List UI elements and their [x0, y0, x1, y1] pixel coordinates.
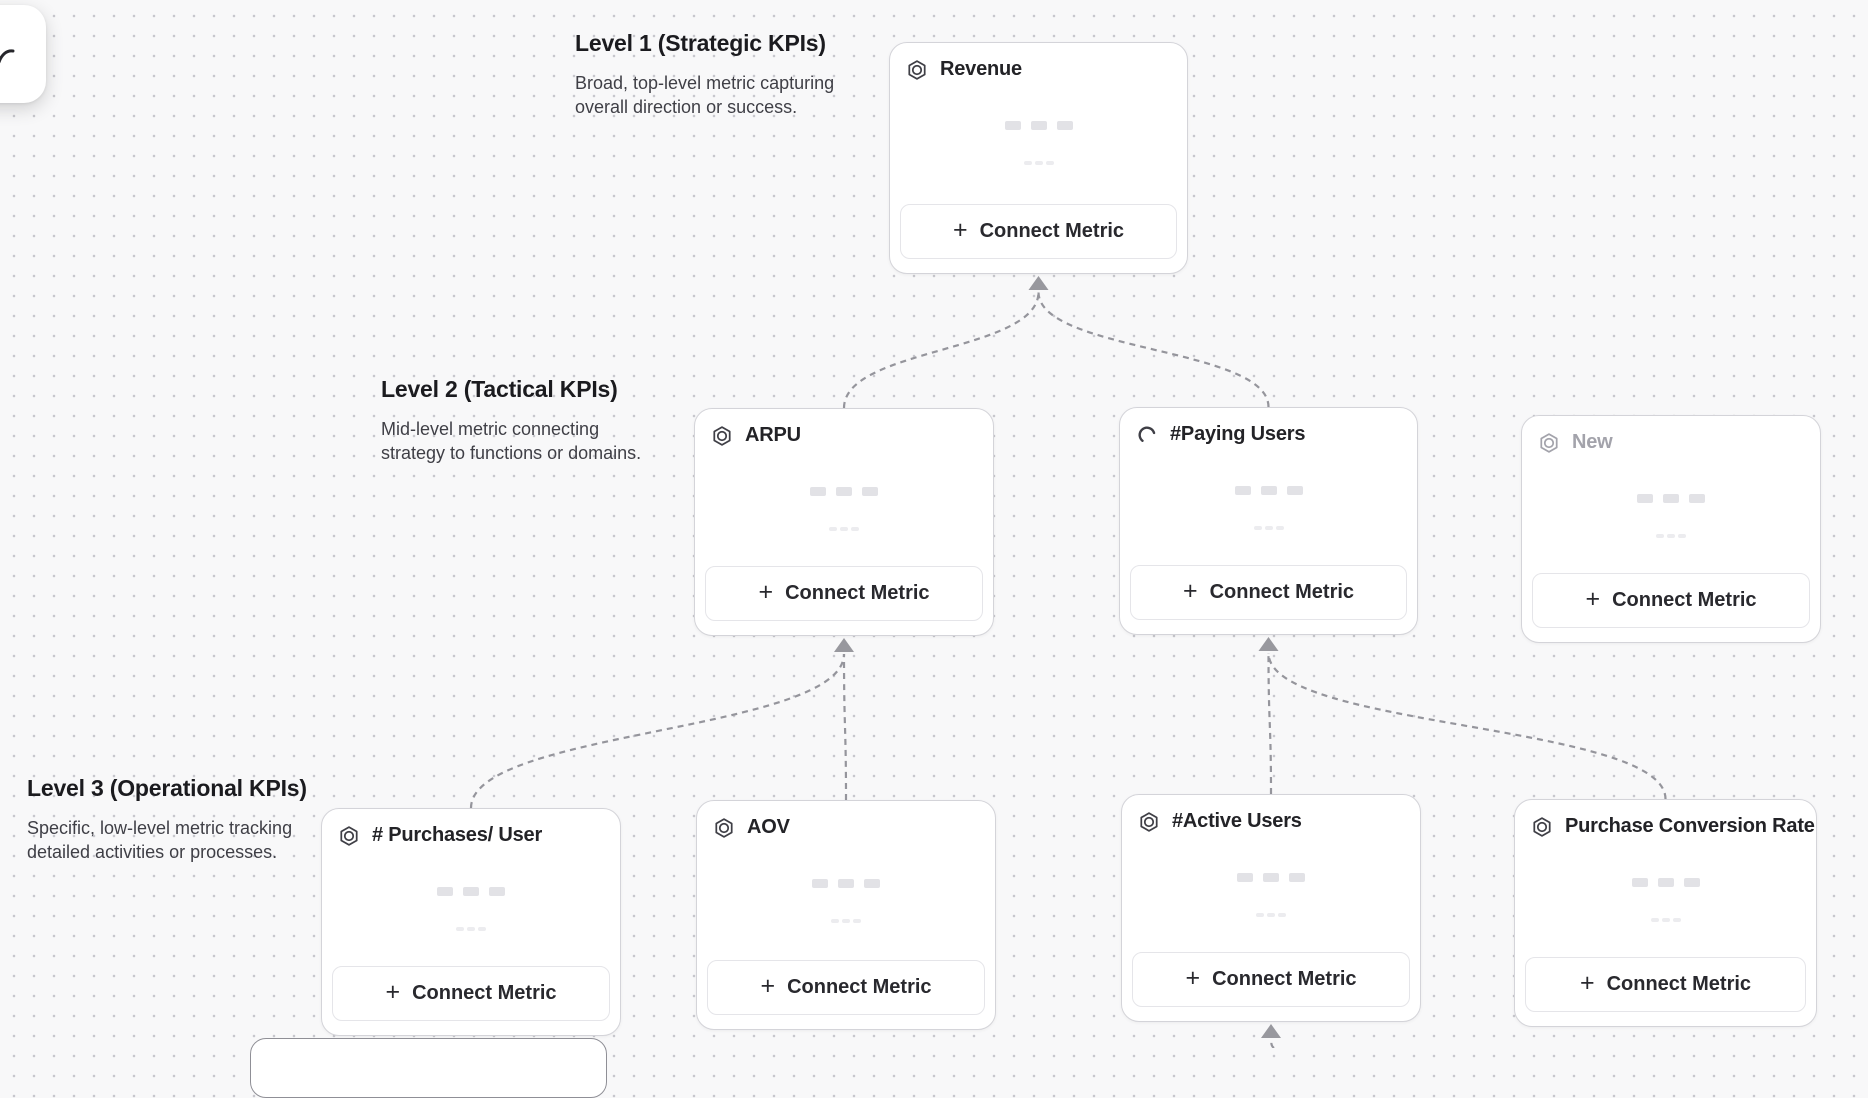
plus-icon: +: [760, 972, 776, 1000]
card-title: ARPU: [745, 424, 801, 446]
connect-metric-button[interactable]: + Connect Metric: [705, 566, 983, 621]
metric-hexagon-icon: [1538, 432, 1560, 454]
plus-icon: +: [385, 978, 401, 1006]
plus-icon: +: [952, 216, 968, 244]
metric-value-placeholder: [1522, 494, 1820, 503]
metric-trend-placeholder: [1515, 918, 1816, 922]
card-title: #Active Users: [1172, 810, 1302, 832]
metric-trend-placeholder: [1122, 913, 1420, 917]
card-title: Revenue: [940, 58, 1022, 80]
metric-hexagon-icon: [1138, 811, 1160, 833]
level-label-1: Level 1 (Strategic KPIs) Broad, top-leve…: [575, 30, 834, 119]
connector-offscreen-bottom-to-active-users: [1269, 1039, 1275, 1048]
connect-metric-button[interactable]: + Connect Metric: [1132, 952, 1410, 1007]
level-label-3: Level 3 (Operational KPIs) Specific, low…: [27, 775, 307, 864]
connector-purchase-conversion-rate-to-paying-users: [1267, 652, 1667, 800]
metric-card-paying-users[interactable]: #Paying Users + Connect Metric: [1119, 407, 1418, 635]
connector-active-users-to-paying-users: [1267, 652, 1273, 795]
metric-card-purchases-per-user[interactable]: # Purchases/ User + Connect Metric: [321, 808, 621, 1036]
connect-metric-button[interactable]: + Connect Metric: [1525, 957, 1806, 1012]
card-title: Purchase Conversion Rate: [1565, 815, 1815, 837]
level-title: Level 2 (Tactical KPIs): [381, 376, 618, 402]
metric-trend-placeholder: [697, 919, 995, 923]
metric-card-active-users[interactable]: #Active Users + Connect Metric: [1121, 794, 1421, 1022]
level-description: Mid-level metric connecting strategy to …: [381, 419, 642, 463]
card-title: AOV: [747, 816, 790, 838]
metric-value-placeholder: [322, 887, 620, 896]
arrow-up-icon: [1261, 1024, 1281, 1038]
metric-hexagon-icon: [906, 59, 928, 81]
metric-hexagon-icon: [711, 425, 733, 447]
plus-icon: +: [758, 578, 774, 606]
metric-trend-placeholder: [1120, 526, 1417, 530]
metric-card-purchase-conversion-rate[interactable]: Purchase Conversion Rate + Connect Metri…: [1514, 799, 1817, 1027]
connect-metric-button[interactable]: + Connect Metric: [707, 960, 985, 1015]
card-header: #Paying Users: [1136, 423, 1305, 446]
connector-aov-to-arpu: [842, 653, 848, 801]
metric-trend-placeholder: [695, 527, 993, 531]
connect-metric-button[interactable]: + Connect Metric: [1130, 565, 1407, 620]
metric-value-placeholder: [1515, 878, 1816, 887]
connect-metric-button[interactable]: + Connect Metric: [332, 966, 610, 1021]
metric-card-revenue[interactable]: Revenue + Connect Metric: [889, 42, 1188, 274]
metric-value-placeholder: [695, 487, 993, 496]
plus-icon: +: [1585, 585, 1601, 613]
level-title: Level 1 (Strategic KPIs): [575, 30, 826, 56]
metric-hexagon-icon: [1531, 816, 1553, 838]
metric-trend-placeholder: [890, 161, 1187, 165]
card-title: # Purchases/ User: [372, 824, 543, 846]
card-header: New: [1538, 431, 1613, 454]
plus-icon: +: [1579, 969, 1595, 997]
metric-card-new[interactable]: New + Connect Metric: [1521, 415, 1821, 643]
plus-icon: +: [1182, 577, 1198, 605]
arrow-up-icon: [834, 638, 854, 652]
metric-card-aov[interactable]: AOV + Connect Metric: [696, 800, 996, 1030]
card-header: ARPU: [711, 424, 801, 447]
metric-hexagon-icon: [338, 825, 360, 847]
metric-trend-placeholder: [322, 927, 620, 931]
metric-value-placeholder: [697, 879, 995, 888]
plus-icon: +: [1185, 964, 1201, 992]
metric-value-placeholder: [1120, 486, 1417, 495]
level-description: Specific, low-level metric tracking deta…: [27, 818, 293, 862]
partial-metric-card[interactable]: [250, 1038, 607, 1098]
connect-metric-button[interactable]: + Connect Metric: [1532, 573, 1810, 628]
card-header: Revenue: [906, 58, 1022, 81]
card-title: New: [1572, 431, 1613, 453]
connector-purchases-per-user-to-arpu: [469, 653, 846, 809]
card-header: AOV: [713, 816, 790, 839]
arrow-up-icon: [1028, 276, 1049, 290]
card-header: # Purchases/ User: [338, 824, 542, 847]
card-title: #Paying Users: [1170, 423, 1306, 445]
level-label-2: Level 2 (Tactical KPIs) Mid-level metric…: [381, 376, 641, 465]
level-description: Broad, top-level metric capturing overal…: [575, 73, 835, 117]
spinner-icon: [1136, 424, 1158, 446]
connector-arpu-to-revenue: [842, 291, 1040, 409]
metric-trend-placeholder: [1522, 534, 1820, 538]
metric-value-placeholder: [1122, 873, 1420, 882]
connector-paying-users-to-revenue: [1037, 291, 1270, 408]
arrow-up-icon: [1258, 637, 1279, 651]
metric-card-arpu[interactable]: ARPU + Connect Metric: [694, 408, 994, 636]
metric-value-placeholder: [890, 121, 1187, 130]
connect-metric-button[interactable]: + Connect Metric: [900, 204, 1177, 259]
card-header: Purchase Conversion Rate: [1531, 815, 1815, 838]
metric-hexagon-icon: [713, 817, 735, 839]
floating-toolbar[interactable]: [0, 5, 46, 103]
cursor-icon: [0, 47, 15, 65]
card-header: #Active Users: [1138, 810, 1302, 833]
level-title: Level 3 (Operational KPIs): [27, 775, 307, 801]
